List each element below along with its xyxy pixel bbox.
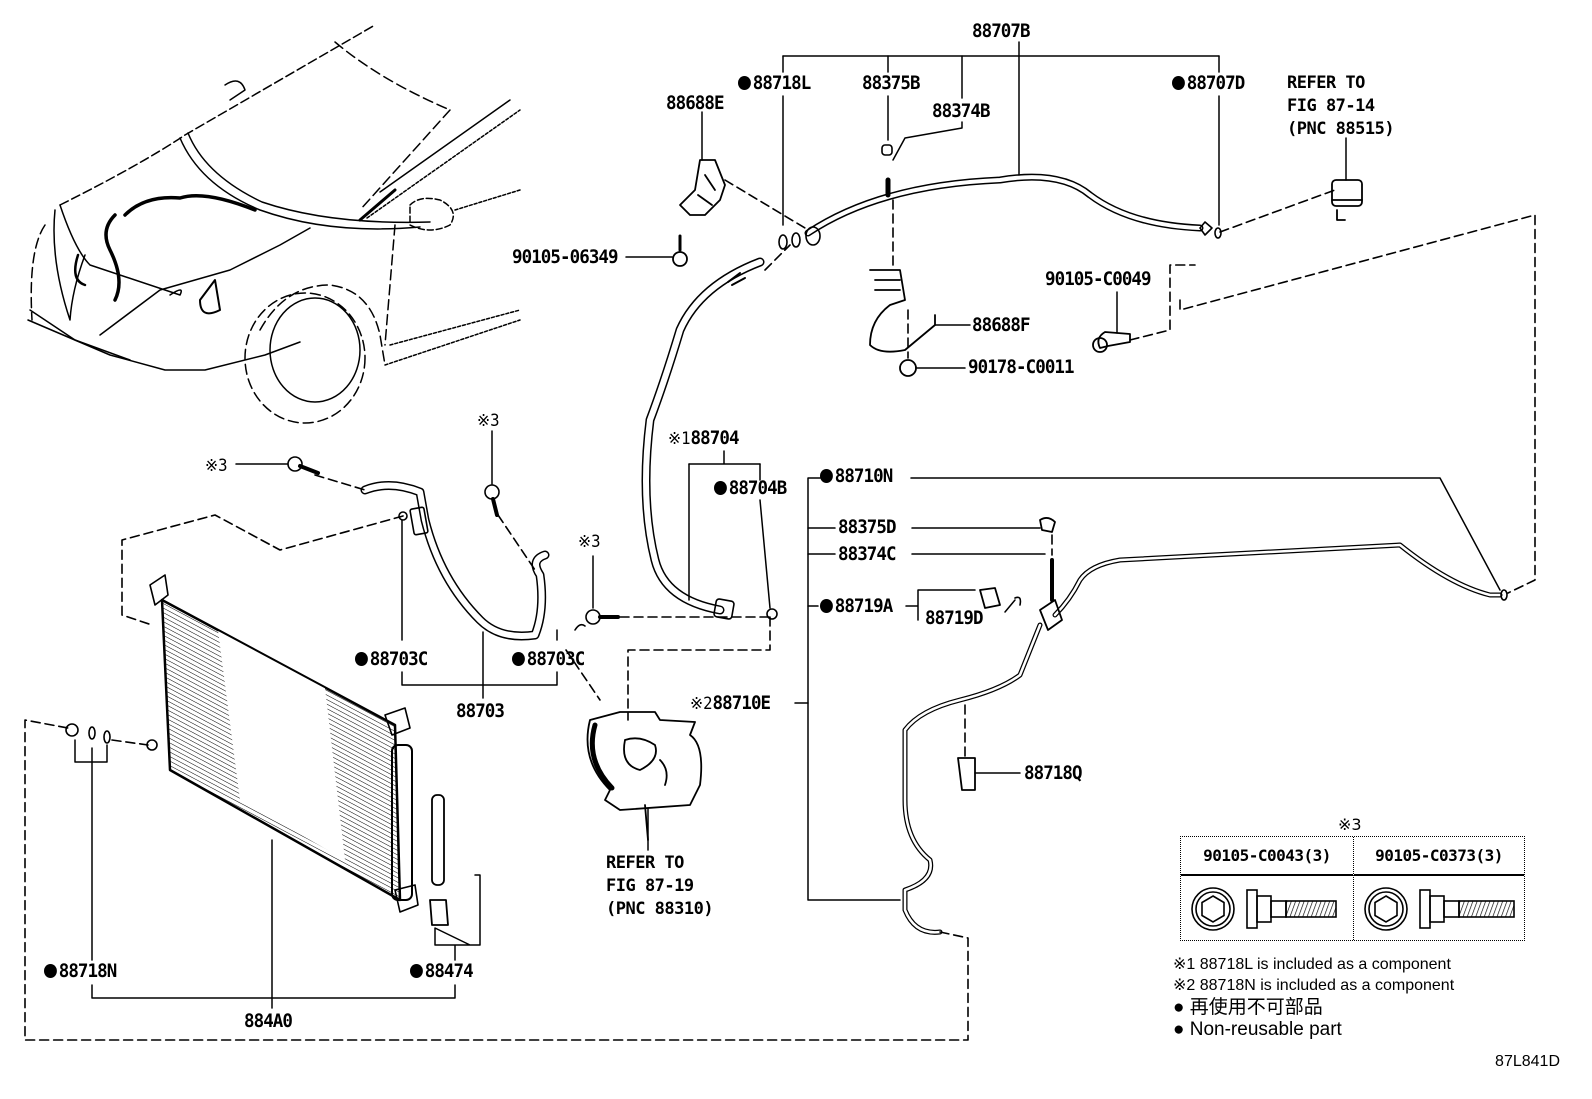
footnote-1: ※1 88718L is included as a component xyxy=(1173,956,1451,973)
bolt-ref-label[interactable]: ※3 xyxy=(477,411,500,431)
part-label-88374b[interactable]: 88374B xyxy=(932,100,991,122)
part-label-88704[interactable]: ※188704 xyxy=(668,427,739,449)
part-label-88703c-left[interactable]: 88703C xyxy=(355,650,428,669)
part-label-88719a[interactable]: 88719A xyxy=(820,597,893,616)
part-label-88704b[interactable]: 88704B xyxy=(714,479,787,498)
connector-88515-drawing xyxy=(1331,179,1363,221)
part-label-88703[interactable]: 88703 xyxy=(456,700,505,722)
legend-non-reusable-ja: ● 再使用不可部品 xyxy=(1173,997,1323,1018)
non-reusable-dot-icon xyxy=(738,76,751,90)
part-label-88707b[interactable]: 88707B xyxy=(972,20,1031,42)
tube-88710-drawing xyxy=(902,517,1508,935)
non-reusable-dot-icon xyxy=(714,481,727,495)
hose-88707b-drawing xyxy=(778,144,1222,250)
part-label-88718l[interactable]: 88718L xyxy=(738,74,811,93)
part-label-88374c[interactable]: 88374C xyxy=(838,543,897,565)
bolt-part-number[interactable]: 90105-C0043(3) xyxy=(1181,837,1353,876)
note-ref-2: ※2 xyxy=(690,694,713,714)
bolt-ref-label[interactable]: ※3 xyxy=(578,532,601,552)
hose-88704-drawing xyxy=(641,257,778,620)
part-label-88718n[interactable]: 88718N xyxy=(44,962,117,981)
flange-bolt-icon xyxy=(1364,887,1515,931)
tube-88703-drawing xyxy=(287,456,620,641)
figure-id: 87L841D xyxy=(1495,1053,1560,1070)
part-label-88710e[interactable]: ※288710E xyxy=(690,692,771,714)
part-label-90105-06349[interactable]: 90105-06349 xyxy=(512,246,619,268)
compressor-drawing xyxy=(586,711,703,841)
bracket-88688e-drawing xyxy=(672,159,726,267)
part-label-88707d[interactable]: 88707D xyxy=(1172,74,1245,93)
part-label-90178-c0011[interactable]: 90178-C0011 xyxy=(968,356,1075,378)
part-label-88688f[interactable]: 88688F xyxy=(972,314,1031,336)
part-label-88703c-right[interactable]: 88703C xyxy=(512,650,585,669)
non-reusable-dot-icon xyxy=(44,964,57,978)
bolt-table-column: 90105-C0373(3) xyxy=(1354,837,1524,940)
footnote-2: ※2 88718N is included as a component xyxy=(1173,977,1455,994)
non-reusable-dot-icon xyxy=(355,652,368,666)
part-label-90105-c0049[interactable]: 90105-C0049 xyxy=(1045,268,1152,290)
leader-lines xyxy=(74,41,1501,1009)
part-label-88710n[interactable]: 88710N xyxy=(820,467,893,486)
part-label-88375d[interactable]: 88375D xyxy=(838,516,897,538)
condenser-drawing xyxy=(65,574,449,926)
bolt-table-title: ※3 xyxy=(1338,815,1362,834)
assembly-dashed-lines xyxy=(24,179,1536,1041)
note-ref-1: ※1 xyxy=(668,429,691,449)
part-label-88474[interactable]: 88474 xyxy=(410,962,474,981)
part-label-88375b[interactable]: 88375B xyxy=(862,72,921,94)
non-reusable-dot-icon xyxy=(512,652,525,666)
bolt-table-column: 90105-C0043(3) xyxy=(1181,837,1354,940)
vehicle-location-sketch xyxy=(27,24,521,424)
bolt-ref-label[interactable]: ※3 xyxy=(205,456,228,476)
part-label-88719d[interactable]: 88719D xyxy=(925,607,984,629)
bolt-part-number[interactable]: 90105-C0373(3) xyxy=(1354,837,1524,876)
non-reusable-dot-icon xyxy=(1172,76,1185,90)
non-reusable-dot-icon xyxy=(820,599,833,613)
legend-non-reusable-en: ● Non-reusable part xyxy=(1173,1019,1342,1040)
non-reusable-dot-icon xyxy=(410,964,423,978)
part-label-88688e[interactable]: 88688E xyxy=(666,92,725,114)
part-label-88718q[interactable]: 88718Q xyxy=(1024,762,1083,784)
bolt-table: 90105-C0043(3) 90105-C0373(3) xyxy=(1180,836,1525,941)
flange-bolt-icon xyxy=(1191,887,1337,931)
non-reusable-dot-icon xyxy=(820,469,833,483)
part-label-884a0[interactable]: 884A0 xyxy=(244,1010,293,1032)
